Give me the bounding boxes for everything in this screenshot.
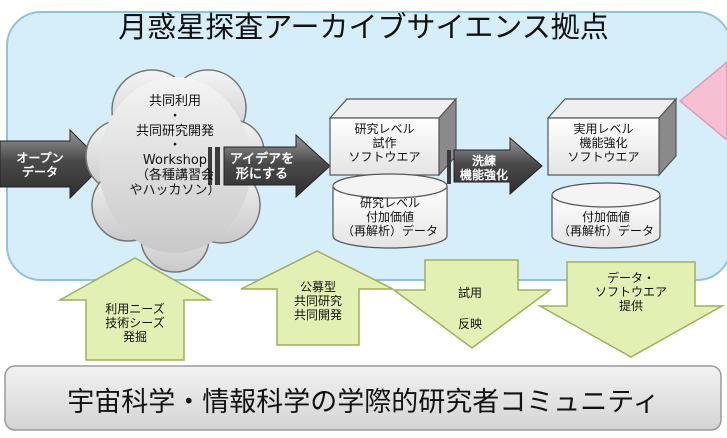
joint-label: 公募型 共同研究 共同開発 <box>277 280 359 322</box>
box-line: ソフトウエア <box>567 150 640 165</box>
cloud-line: 共同研究開発 <box>135 123 214 139</box>
provide-label: データ・ ソフトウエア 提供 <box>567 271 695 313</box>
trial-line: 試用 <box>457 286 482 300</box>
box-line: 研究レベル <box>354 122 415 136</box>
cloud-line: ・ <box>168 108 182 124</box>
refine-line: 洗練 <box>471 154 496 168</box>
research-software-box <box>328 97 458 177</box>
trial-label-top: 試用 <box>440 286 500 300</box>
cylinder-line: （再解析）データ <box>557 224 654 239</box>
provide-line: データ・ <box>606 271 655 285</box>
cylinder-line: 付加価値 <box>581 210 630 224</box>
cloud-line: （各種講習会 <box>135 168 214 184</box>
provide-line: ソフトウエア <box>594 285 667 300</box>
community-label: 宇宙科学・情報科学の学際的研究者コミュニティ <box>67 387 660 418</box>
joint-up-arrow <box>240 250 394 346</box>
open-data-label: オープン データ <box>4 151 76 179</box>
cloud-line: 共同利用 <box>148 94 201 109</box>
cloud-line: Workshop <box>142 153 208 169</box>
needs-line: 発掘 <box>122 330 147 345</box>
idea-label: アイデアを 形にする <box>222 152 302 183</box>
value-data-label: 付加価値 （再解析）データ <box>552 210 660 238</box>
research-software-label: 研究レベル 試作 ソフトウエア <box>330 122 439 164</box>
refine-arrow <box>447 136 543 196</box>
open-data-line: オープン <box>16 151 64 165</box>
needs-label: 利用ニーズ 技術シーズ 発掘 <box>86 302 184 344</box>
idea-line: アイデアを <box>229 152 295 167</box>
idea-line: 形にする <box>235 167 289 183</box>
cloud-line: ・ <box>168 138 182 154</box>
joint-line: 公募型 <box>299 280 336 294</box>
needs-up-arrow <box>57 257 213 361</box>
cloud-text: 共同利用 ・ 共同研究開発 ・ Workshop （各種講習会 やハッカソン） <box>105 94 245 199</box>
cylinder-line: 研究レベル <box>359 196 420 210</box>
trial-line: 反映 <box>457 317 482 331</box>
open-data-arrow <box>0 128 105 200</box>
value-data-cylinder <box>551 182 661 249</box>
idea-arrow <box>208 133 331 199</box>
refine-label: 洗練 機能強化 <box>452 154 516 182</box>
box-line: 実用レベル <box>573 122 634 136</box>
research-data-label: 研究レベル 付加価値 （再解析）データ <box>333 196 447 238</box>
trial-down-arrow <box>391 259 553 349</box>
cylinder-line: （再解析）データ <box>341 224 438 239</box>
provide-line: 提供 <box>618 299 643 314</box>
research-data-cylinder <box>332 173 448 249</box>
page-title: 月惑星探査アーカイブサイエンス拠点 <box>118 10 609 44</box>
refine-line: 機能強化 <box>459 168 508 183</box>
pink-arrow <box>678 61 727 141</box>
open-data-line: データ <box>21 165 58 180</box>
needs-line: 利用ニーズ <box>105 302 165 316</box>
box-line: 機能強化 <box>579 136 628 151</box>
practical-software-label: 実用レベル 機能強化 ソフトウエア <box>548 122 659 164</box>
provide-down-arrow <box>537 261 725 358</box>
joint-line: 共同開発 <box>293 308 342 323</box>
cloud-core <box>99 77 251 253</box>
box-line: ソフトウエア <box>348 150 421 165</box>
trial-label-bottom: 反映 <box>440 317 500 331</box>
joint-line: 共同研究 <box>293 294 342 309</box>
community-bar <box>4 365 722 431</box>
box-line: 試作 <box>372 136 397 151</box>
needs-line: 技術シーズ <box>105 316 165 331</box>
practical-software-box <box>546 97 678 177</box>
cloud-line: やハッカソン） <box>129 182 221 198</box>
cylinder-line: 付加価値 <box>365 210 414 225</box>
